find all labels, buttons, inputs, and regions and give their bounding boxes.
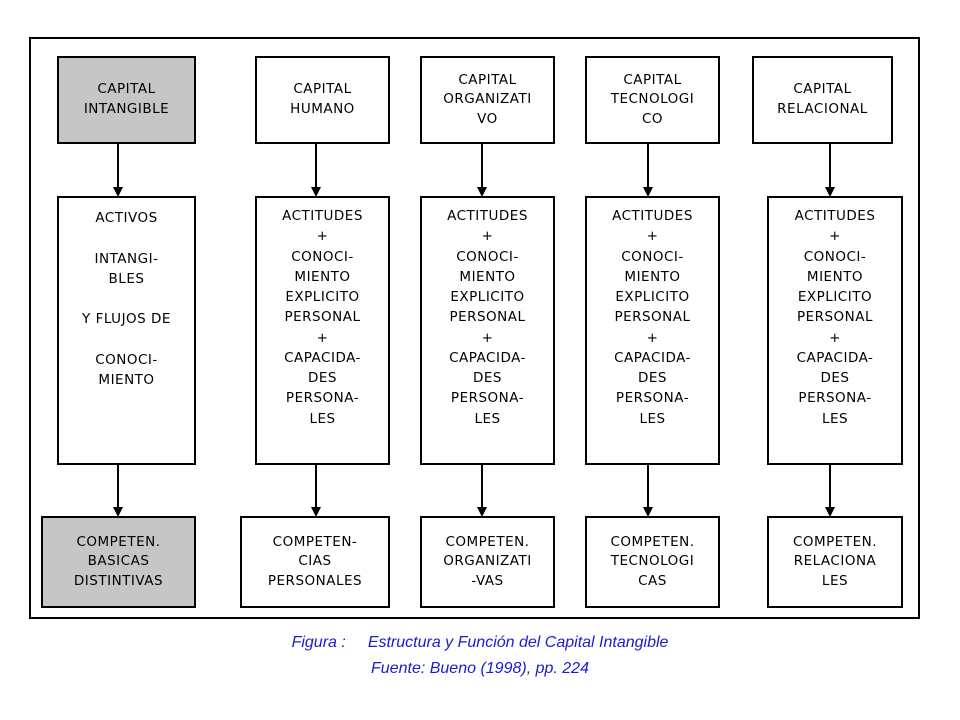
- activos-intangibles-box: ACTIVOS INTANGI- BLES Y FLUJOS DE CONOCI…: [57, 196, 196, 465]
- caption-label: Figura :: [291, 634, 346, 651]
- capital-tecnologico-label: CAPITAL TECNOLOGI CO: [610, 71, 695, 127]
- activos-intangibles-text: ACTIVOS INTANGI- BLES Y FLUJOS DE CONOCI…: [82, 210, 171, 388]
- capital-intangible-label: CAPITAL INTANGIBLE: [83, 81, 170, 117]
- competencias-personales-box: COMPETEN- CIAS PERSONALES: [240, 516, 390, 608]
- competencias-basicas-label: COMPETEN. BASICAS DISTINTIVAS: [73, 533, 164, 589]
- relacional-components-text: ACTITUDES + CONOCI- MIENTO EXPLICITO PER…: [794, 208, 876, 427]
- diagram-frame: [29, 37, 920, 619]
- capital-organizativo-label: CAPITAL ORGANIZATI VO: [443, 71, 532, 127]
- figure-caption: Figura : Estructura y Función del Capital…: [0, 634, 960, 652]
- caption-title: Estructura y Función del Capital Intangi…: [367, 634, 669, 651]
- competencias-tecnologicas-box: COMPETEN. TECNOLOGI CAS: [585, 516, 720, 608]
- capital-intangible-box: CAPITAL INTANGIBLE: [57, 56, 196, 144]
- tecnologico-components-box: ACTITUDES + CONOCI- MIENTO EXPLICITO PER…: [585, 196, 720, 465]
- figure-source: Fuente: Bueno (1998), pp. 224: [0, 660, 960, 678]
- capital-humano-box: CAPITAL HUMANO: [255, 56, 390, 144]
- capital-humano-label: CAPITAL HUMANO: [290, 81, 355, 117]
- tecnologico-components-text: ACTITUDES + CONOCI- MIENTO EXPLICITO PER…: [612, 208, 693, 427]
- competencias-basicas-box: COMPETEN. BASICAS DISTINTIVAS: [41, 516, 196, 608]
- organizativo-components-box: ACTITUDES + CONOCI- MIENTO EXPLICITO PER…: [420, 196, 555, 465]
- competencias-organizativas-label: COMPETEN. ORGANIZATI -VAS: [443, 533, 532, 589]
- competencias-relacionales-label: COMPETEN. RELACIONA LES: [792, 533, 878, 589]
- relacional-components-box: ACTITUDES + CONOCI- MIENTO EXPLICITO PER…: [767, 196, 903, 465]
- capital-relacional-box: CAPITAL RELACIONAL: [752, 56, 893, 144]
- capital-tecnologico-box: CAPITAL TECNOLOGI CO: [585, 56, 720, 144]
- humano-components-text: ACTITUDES + CONOCI- MIENTO EXPLICITO PER…: [282, 208, 363, 427]
- competencias-relacionales-box: COMPETEN. RELACIONA LES: [767, 516, 903, 608]
- organizativo-components-text: ACTITUDES + CONOCI- MIENTO EXPLICITO PER…: [447, 208, 528, 427]
- capital-relacional-label: CAPITAL RELACIONAL: [777, 81, 868, 117]
- capital-organizativo-box: CAPITAL ORGANIZATI VO: [420, 56, 555, 144]
- humano-components-box: ACTITUDES + CONOCI- MIENTO EXPLICITO PER…: [255, 196, 390, 465]
- competencias-personales-label: COMPETEN- CIAS PERSONALES: [267, 533, 363, 589]
- competencias-organizativas-box: COMPETEN. ORGANIZATI -VAS: [420, 516, 555, 608]
- caption-source: Fuente: Bueno (1998), pp. 224: [371, 660, 589, 677]
- competencias-tecnologicas-label: COMPETEN. TECNOLOGI CAS: [610, 533, 695, 589]
